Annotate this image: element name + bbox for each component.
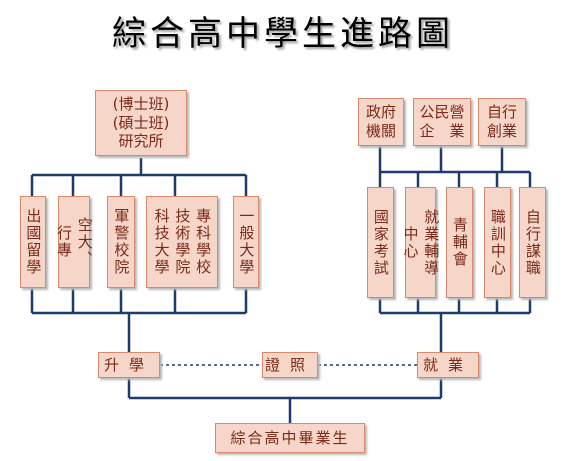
military-police-box: 軍警校院 [107, 196, 135, 288]
employment-path-box: 就業 [417, 352, 479, 378]
tech-college-box: 專科學校 技術學院 科技大學 [146, 196, 218, 288]
job-center-label-col2: 中心 [401, 225, 420, 260]
national-exam-box: 國家考試 [367, 187, 394, 298]
find-job-box: 自行謀職 [519, 187, 546, 298]
civil-service-box: 政府 機關 [358, 98, 404, 146]
graduate-school-box: (博士班) (碩士班) 研究所 [95, 90, 187, 156]
open-university-box: 空大、 行專 [55, 196, 94, 288]
enterprise-box: 公民營 企 業 [413, 98, 471, 146]
open-university-label-col2: 行專 [55, 225, 73, 259]
job-center-label-col1: 就業輔導 [422, 208, 441, 277]
tech-college-label-col2: 技術學院 [173, 208, 192, 276]
self-employed-box: 自行 創業 [478, 98, 526, 146]
university-box: 一般大學 [233, 196, 259, 288]
youth-council-box: 青輔會 [446, 187, 473, 298]
graduate-box: 綜合高中畢業生 [215, 423, 365, 453]
tech-college-label-col3: 科技大學 [152, 208, 171, 276]
page-title: 綜合高中學生進路圖 [112, 14, 454, 54]
certificate-path-box: 證照 [262, 352, 318, 378]
study-path-box: 升學 [98, 352, 160, 378]
training-center-box: 職訓中心 [484, 187, 511, 298]
open-university-label-col1: 空大、 [75, 216, 94, 268]
tech-college-label-col1: 專科學校 [194, 208, 213, 276]
study-abroad-box: 出國留學 [20, 196, 46, 288]
job-center-box: 就業輔導 中心 [402, 187, 440, 298]
